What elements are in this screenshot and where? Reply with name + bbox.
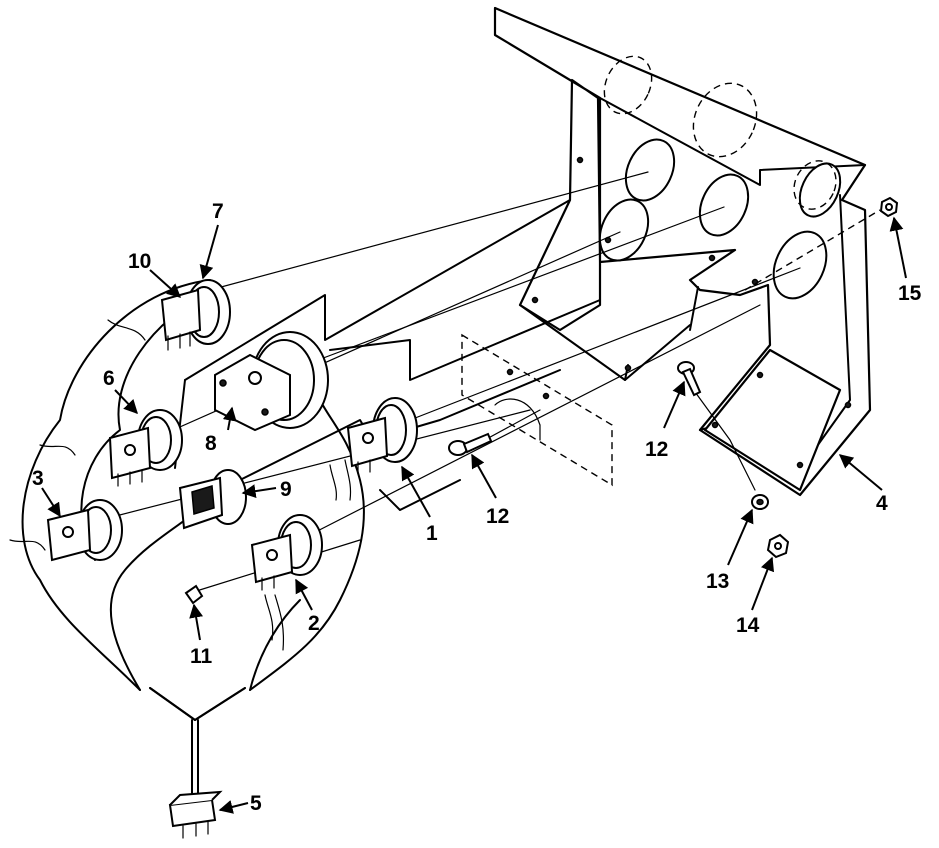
nut-15 <box>879 196 899 218</box>
callout-7-label: 7 <box>212 200 224 223</box>
callout-12-left: 12 <box>471 453 509 528</box>
gauge-1 <box>346 397 418 475</box>
callout-6-label: 6 <box>103 367 115 390</box>
gauge-6 <box>108 409 183 487</box>
gauge-2 <box>250 514 323 591</box>
callout-13: 13 <box>706 508 754 593</box>
callout-1: 1 <box>401 465 438 545</box>
harness-connector <box>168 790 223 839</box>
callout-5: 5 <box>218 792 262 815</box>
callout-14-label: 14 <box>736 614 760 637</box>
callout-13-label: 13 <box>706 570 729 593</box>
gauge-7 <box>160 279 231 351</box>
callout-8-label: 8 <box>205 432 217 455</box>
callout-12-right: 12 <box>645 380 686 461</box>
callout-2: 2 <box>295 578 320 635</box>
callout-1-label: 1 <box>426 522 438 545</box>
callout-10: 10 <box>128 250 182 298</box>
callout-12-left-label: 12 <box>486 505 509 528</box>
callout-9: 9 <box>241 478 292 501</box>
callout-11: 11 <box>189 603 213 668</box>
callout-5-label: 5 <box>250 792 262 815</box>
callout-9-label: 9 <box>280 478 292 501</box>
lockwasher-13 <box>751 494 769 510</box>
callout-12-right-label: 12 <box>645 438 668 461</box>
callout-6: 6 <box>103 367 138 415</box>
callout-4: 4 <box>838 454 888 515</box>
callout-8: 8 <box>205 406 237 455</box>
callout-14: 14 <box>736 556 775 637</box>
callout-3-label: 3 <box>32 467 44 490</box>
nut-14 <box>766 533 790 559</box>
screw-12-left <box>448 432 493 456</box>
instrument-panel <box>493 6 872 497</box>
callout-15: 15 <box>889 216 922 305</box>
callout-15-label: 15 <box>898 282 922 305</box>
callout-3: 3 <box>32 467 61 518</box>
mounting-plate <box>461 333 613 487</box>
lamp-socket-11 <box>184 584 204 605</box>
callout-4-label: 4 <box>876 492 888 515</box>
callout-11-label: 11 <box>190 645 213 668</box>
callout-7: 7 <box>199 200 224 280</box>
callout-2-label: 2 <box>308 612 320 635</box>
callout-10-label: 10 <box>128 250 151 273</box>
gauge-3 <box>46 499 123 562</box>
gauge-9 <box>178 469 247 530</box>
screw-12-right <box>677 361 702 397</box>
gauge-8 <box>214 331 329 432</box>
